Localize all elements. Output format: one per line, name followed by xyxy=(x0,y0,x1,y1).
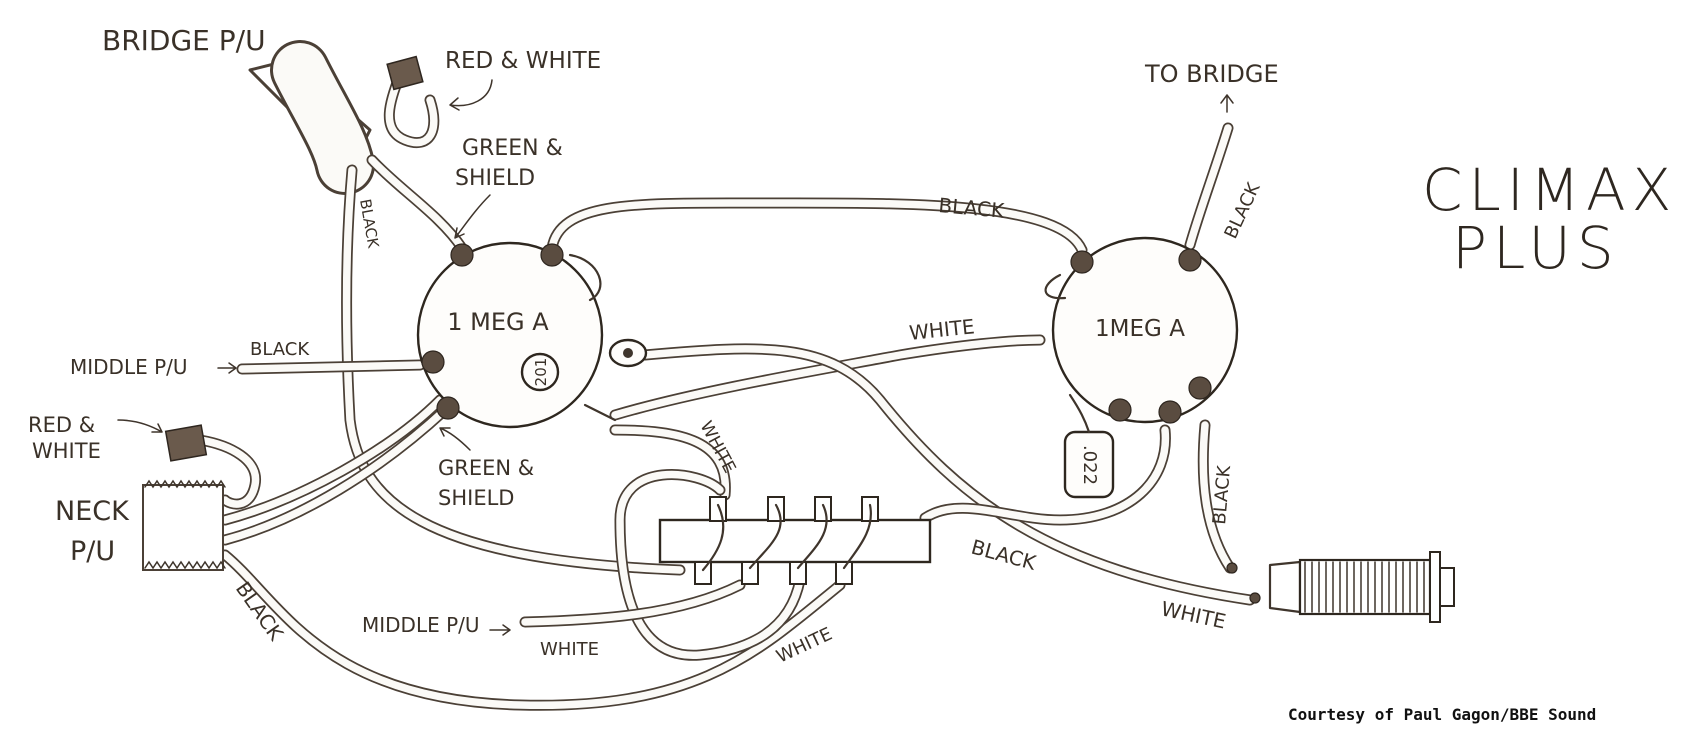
title-line-1: CLIMAX xyxy=(1422,156,1677,224)
to-bridge-label: TO BRIDGE xyxy=(1144,60,1279,88)
middle-pickup-bottom-arrow xyxy=(489,624,511,636)
credit-text: Courtesy of Paul Gagon/BBE Sound xyxy=(1288,705,1596,724)
output-jack xyxy=(1226,551,1455,623)
left-pot-lug-3 xyxy=(421,350,445,374)
red-white-plug-left xyxy=(164,424,208,462)
left-pot-label: 1 MEG A xyxy=(447,308,549,336)
red-white-plug-top xyxy=(386,55,424,91)
labels: BRIDGE P/U RED & WHITE GREEN & SHIELD BL… xyxy=(28,24,1279,668)
right-pot-lug-5 xyxy=(1188,376,1212,400)
red-white-left-label-2: WHITE xyxy=(32,439,101,463)
middle-pickup-top-label: MIDDLE P/U xyxy=(70,355,188,379)
right-pot-lug-3 xyxy=(1108,398,1132,422)
right-pot-lug-1 xyxy=(1070,250,1094,274)
black-to-jack-label: BLACK xyxy=(969,535,1040,575)
right-potentiometer: .022 1MEG A xyxy=(1044,236,1239,499)
black-bridge-vertical-label: BLACK xyxy=(356,198,382,251)
right-capacitor-label: .022 xyxy=(1079,445,1100,485)
black-to-bridge-label: BLACK xyxy=(1220,179,1265,243)
left-potentiometer: 201 1 MEG A xyxy=(416,241,648,429)
left-pot-lug-2 xyxy=(540,243,564,267)
neck-pickup-label-2: P/U xyxy=(70,536,115,567)
green-shield-top-label-1: GREEN & xyxy=(462,136,563,161)
title-line-2: PLUS xyxy=(1452,214,1620,282)
black-top-wire-label: BLACK xyxy=(938,193,1006,223)
left-capacitor: 201 xyxy=(520,352,560,392)
green-shield-lower-label-2: SHIELD xyxy=(438,486,514,510)
middle-pickup-bottom-label: MIDDLE P/U xyxy=(362,613,480,637)
to-bridge-arrow xyxy=(1220,94,1234,113)
green-shield-top-label-2: SHIELD xyxy=(455,166,535,191)
middle-pickup-top-arrow xyxy=(217,362,237,374)
black-middle-top-label: BLACK xyxy=(250,339,310,360)
white-bottom-label: WHITE xyxy=(540,639,599,660)
left-pot-lug-1 xyxy=(450,243,474,267)
bridge-pickup-label: BRIDGE P/U xyxy=(102,24,266,57)
right-pot-lug-4 xyxy=(1158,400,1182,424)
red-white-left-label-1: RED & xyxy=(28,413,95,437)
bridge-pickup-cable xyxy=(248,40,375,195)
black-jack-vertical-label: BLACK xyxy=(1209,463,1235,525)
left-pot-lug-4 xyxy=(436,396,460,420)
pickup-selector-switch xyxy=(658,496,932,585)
green-shield-top-arrow xyxy=(454,194,491,239)
green-shield-lower-arrow xyxy=(439,427,471,451)
wires xyxy=(194,40,1256,711)
neck-lead-wire xyxy=(219,394,446,526)
left-capacitor-label: 201 xyxy=(532,358,550,387)
neck-pickup-block xyxy=(142,479,226,571)
right-capacitor: .022 xyxy=(1063,430,1115,499)
right-pot-lug-2 xyxy=(1178,248,1202,272)
red-white-left-arrow xyxy=(117,419,163,433)
right-pot-label: 1MEG A xyxy=(1095,316,1185,342)
white-to-jack-label: WHITE xyxy=(1159,596,1228,633)
green-shield-lower-label-1: GREEN & xyxy=(438,456,534,480)
neck-pickup-label-1: NECK xyxy=(55,496,130,527)
red-white-top-arrow xyxy=(449,79,493,111)
red-white-top-label: RED & WHITE xyxy=(445,48,601,74)
